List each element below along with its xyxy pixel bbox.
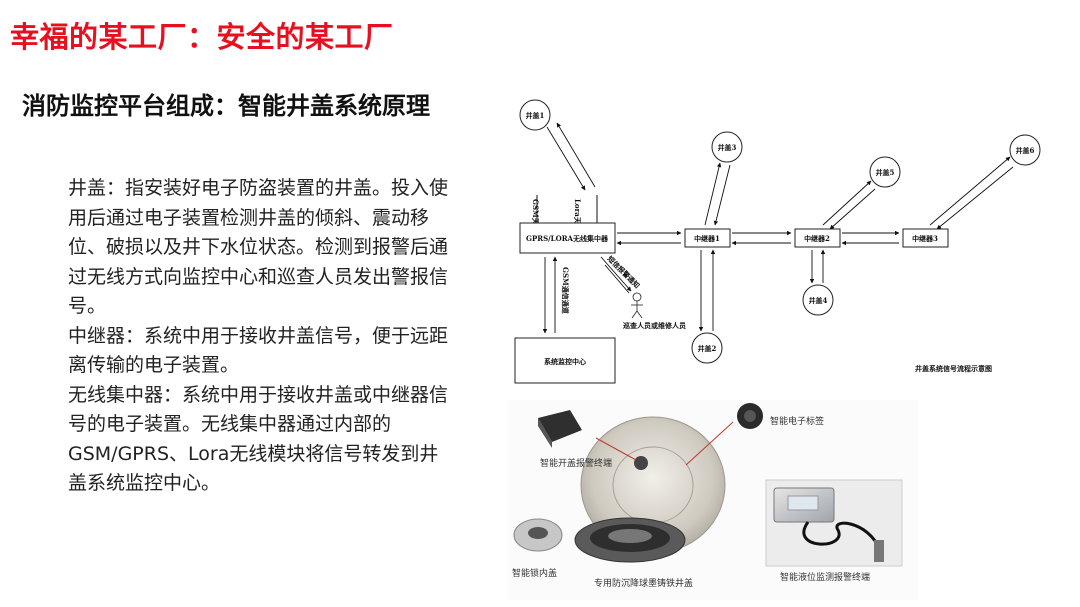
concentrator-description: 无线集中器：系统中用于接收井盖或中继器信号的电子装置。无线集中器通过内部的GSM… (68, 383, 449, 495)
cast-cover-label: 专用防沉降球墨铸铁井盖 (594, 577, 693, 589)
inner-cover-label: 智能锁内盖 (512, 567, 557, 579)
svg-text:中继器1: 中继器1 (694, 234, 720, 243)
cast-iron-cover-image (574, 517, 686, 563)
open-alarm-label: 智能开盖报警终端 (540, 457, 612, 469)
svg-text:中继器2: 中继器2 (804, 234, 830, 243)
level-alarm-device-image (765, 479, 903, 567)
smart-tag-image (685, 403, 763, 466)
inner-cover-image (513, 518, 563, 552)
gsm-link-label: GSM通信通道 (561, 267, 570, 314)
level-alarm-label: 智能液位监测报警终端 (780, 571, 870, 583)
cover-node-1: 井盖1 (519, 99, 551, 131)
svg-text:GPRS/LORA无线集中器: GPRS/LORA无线集中器 (526, 234, 609, 243)
concentrator-box: GPRS/LORA无线集中器 (519, 222, 616, 254)
cover-node-6: 井盖6 (1009, 134, 1041, 166)
lora-antenna: Lora天线 (573, 195, 598, 231)
relay-description: 中继器：系统中用于接收井盖信号，便于远距离传输的电子装置。 (68, 324, 449, 377)
description-text: 井盖：指安装好电子防盗装置的井盖。投入使用后通过电子装置检测井盖的倾斜、震动移位… (68, 174, 448, 499)
section-subtitle: 消防监控平台组成：智能井盖系统原理 (22, 92, 430, 120)
svg-text:井盖6: 井盖6 (1016, 146, 1035, 155)
svg-text:GSM天线: GSM天线 (531, 199, 540, 232)
cover-node-5: 井盖5 (869, 156, 901, 188)
product-photos: 智能开盖报警终端 智能电子标签 智能锁内盖 专用防沉降球墨铸铁井盖 智能液位监测… (508, 400, 918, 600)
svg-text:井盖2: 井盖2 (698, 344, 717, 353)
smart-tag-label: 智能电子标签 (770, 415, 824, 427)
control-center-box: 系统监控中心 (514, 337, 616, 384)
svg-text:系统监控中心: 系统监控中心 (544, 357, 586, 366)
patrol-person-label: 巡查人员或维修人员 (623, 321, 686, 330)
svg-text:井盖4: 井盖4 (809, 296, 828, 305)
signal-flow-diagram: 井盖1 井盖3 井盖5 井盖6 井盖4 井盖2 GSM天线 Lora天线 GPR… (514, 99, 1041, 384)
svg-text:中继器3: 中继器3 (912, 234, 938, 243)
gsm-antenna: GSM天线 (531, 195, 540, 232)
svg-text:Lora天线: Lora天线 (573, 199, 582, 231)
diagram-caption: 井盖系统信号流程示意图 (915, 364, 992, 373)
svg-text:井盖1: 井盖1 (526, 111, 545, 120)
patrol-person-icon (631, 292, 643, 319)
svg-text:井盖5: 井盖5 (876, 168, 895, 177)
cover-node-4: 井盖4 (802, 284, 834, 316)
link-arrows (542, 122, 1014, 334)
open-alarm-device-image (538, 410, 582, 448)
cover-node-3: 井盖3 (711, 131, 743, 163)
cover-description: 井盖：指安装好电子防盗装置的井盖。投入使用后通过电子装置检测井盖的倾斜、震动移位… (68, 177, 449, 317)
relay-box-1: 中继器1 (684, 228, 731, 248)
cover-node-2: 井盖2 (691, 332, 723, 364)
relay-box-2: 中继器2 (794, 228, 841, 248)
relay-box-3: 中继器3 (902, 228, 949, 248)
svg-text:井盖3: 井盖3 (718, 143, 737, 152)
page-title: 幸福的某工厂：安全的某工厂 (10, 20, 394, 54)
